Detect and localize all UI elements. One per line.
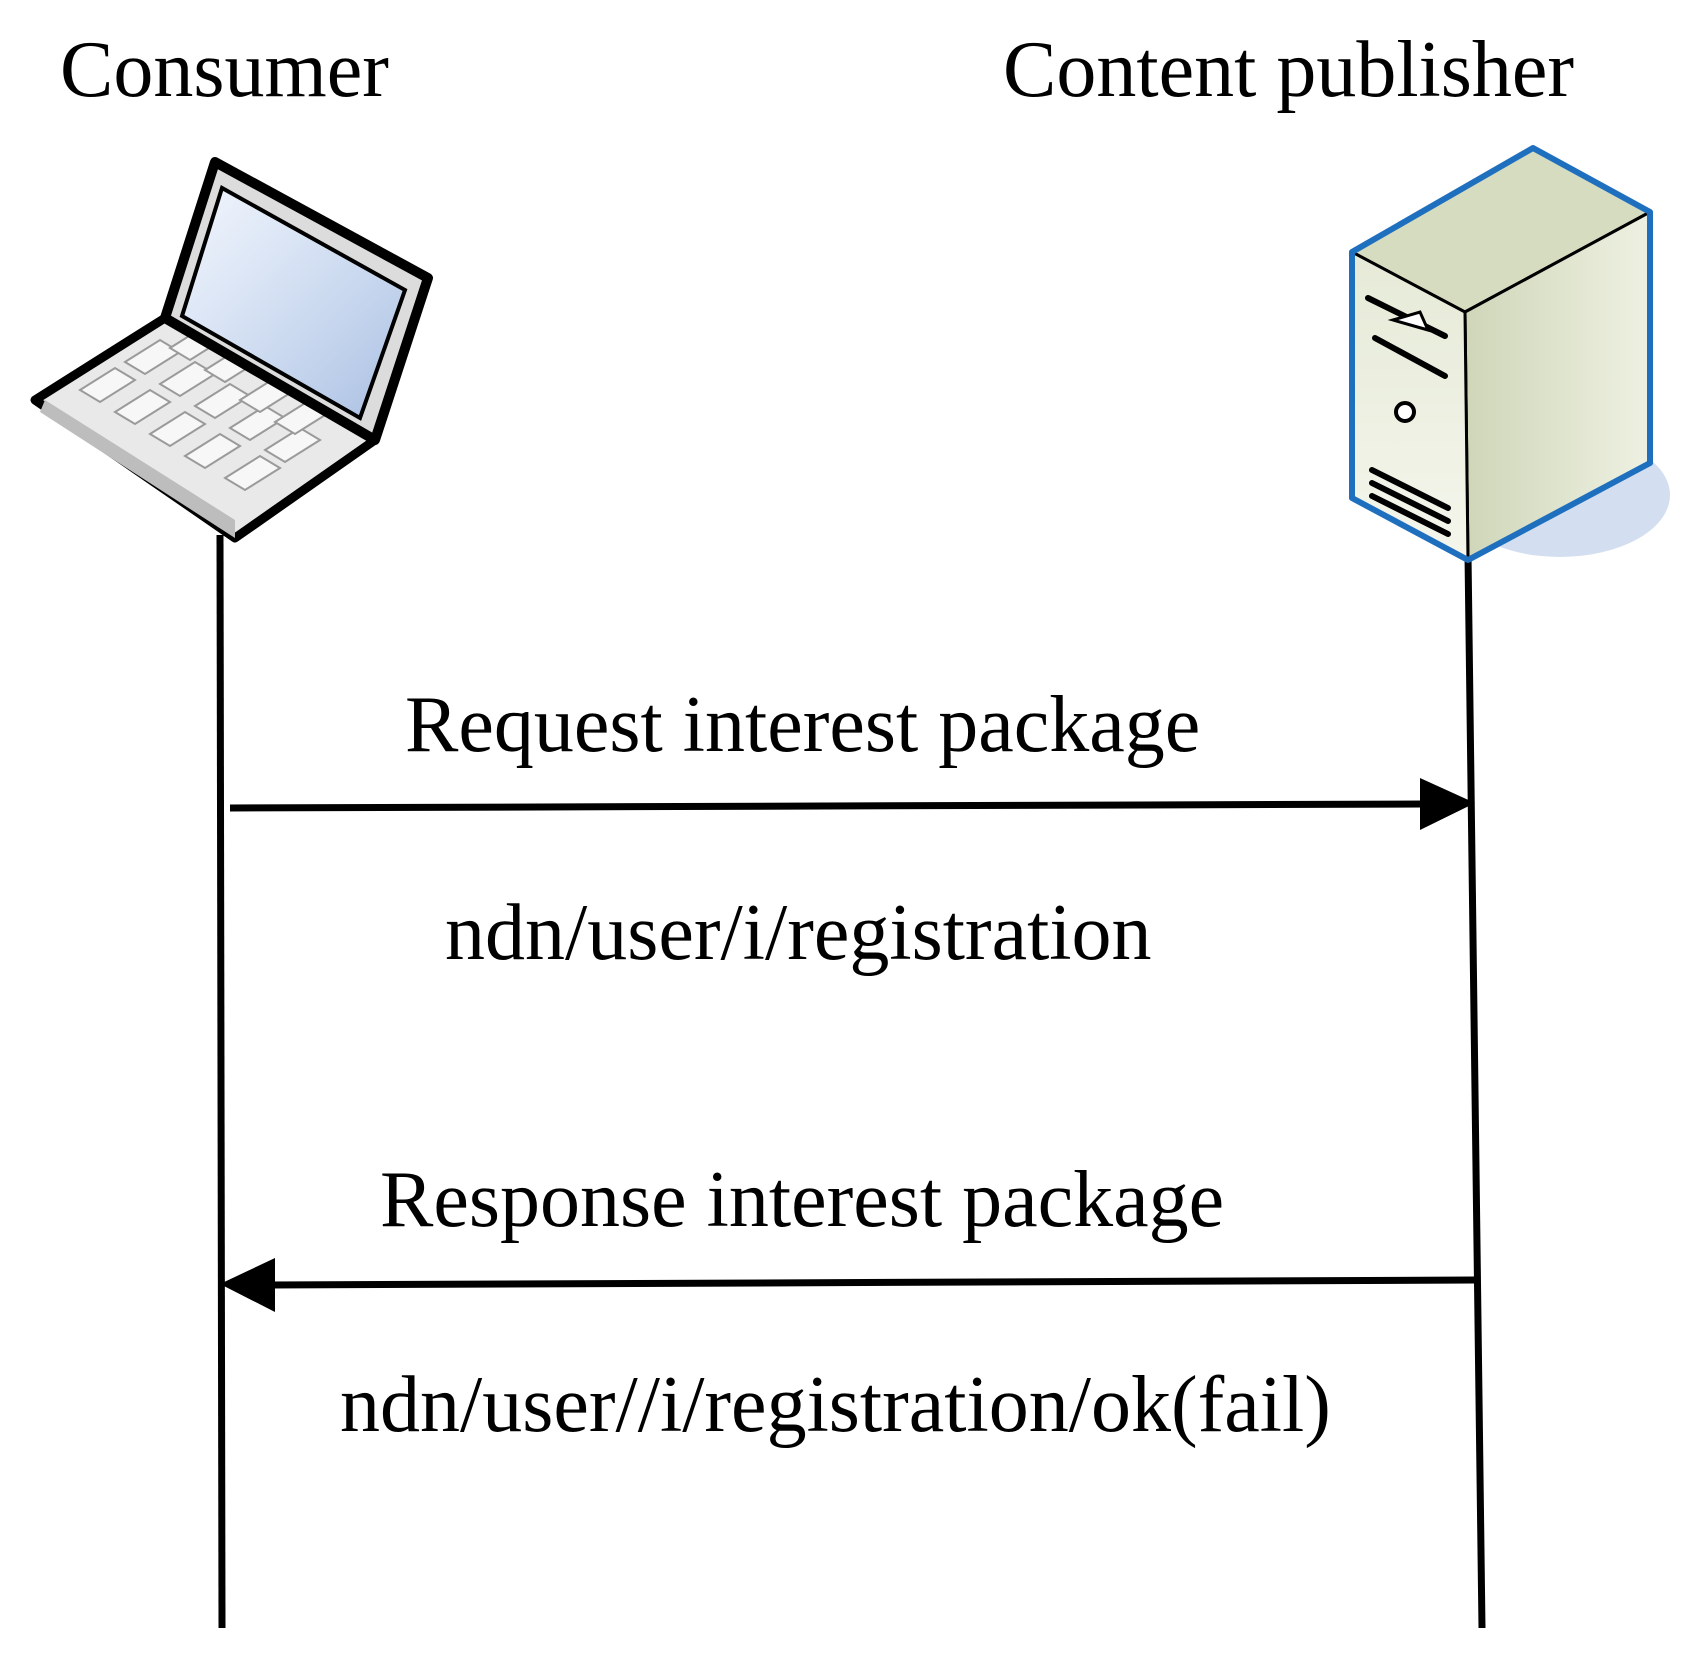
response-name-label: ndn/user//i/registration/ok(fail) [340, 1361, 1331, 1449]
publisher-lifeline [1464, 554, 1486, 1629]
content-publisher-label: Content publisher [1003, 26, 1575, 114]
consumer-lifeline [216, 534, 226, 1629]
request-name-label: ndn/user/i/registration [445, 889, 1152, 977]
response-message-label: Response interest package [380, 1156, 1225, 1244]
laptop-icon [30, 157, 433, 543]
response-arrow [220, 1258, 1476, 1312]
server-icon [1348, 145, 1670, 563]
request-arrow [229, 778, 1475, 830]
request-message-label: Request interest package [405, 681, 1201, 769]
consumer-label: Consumer [60, 26, 389, 114]
